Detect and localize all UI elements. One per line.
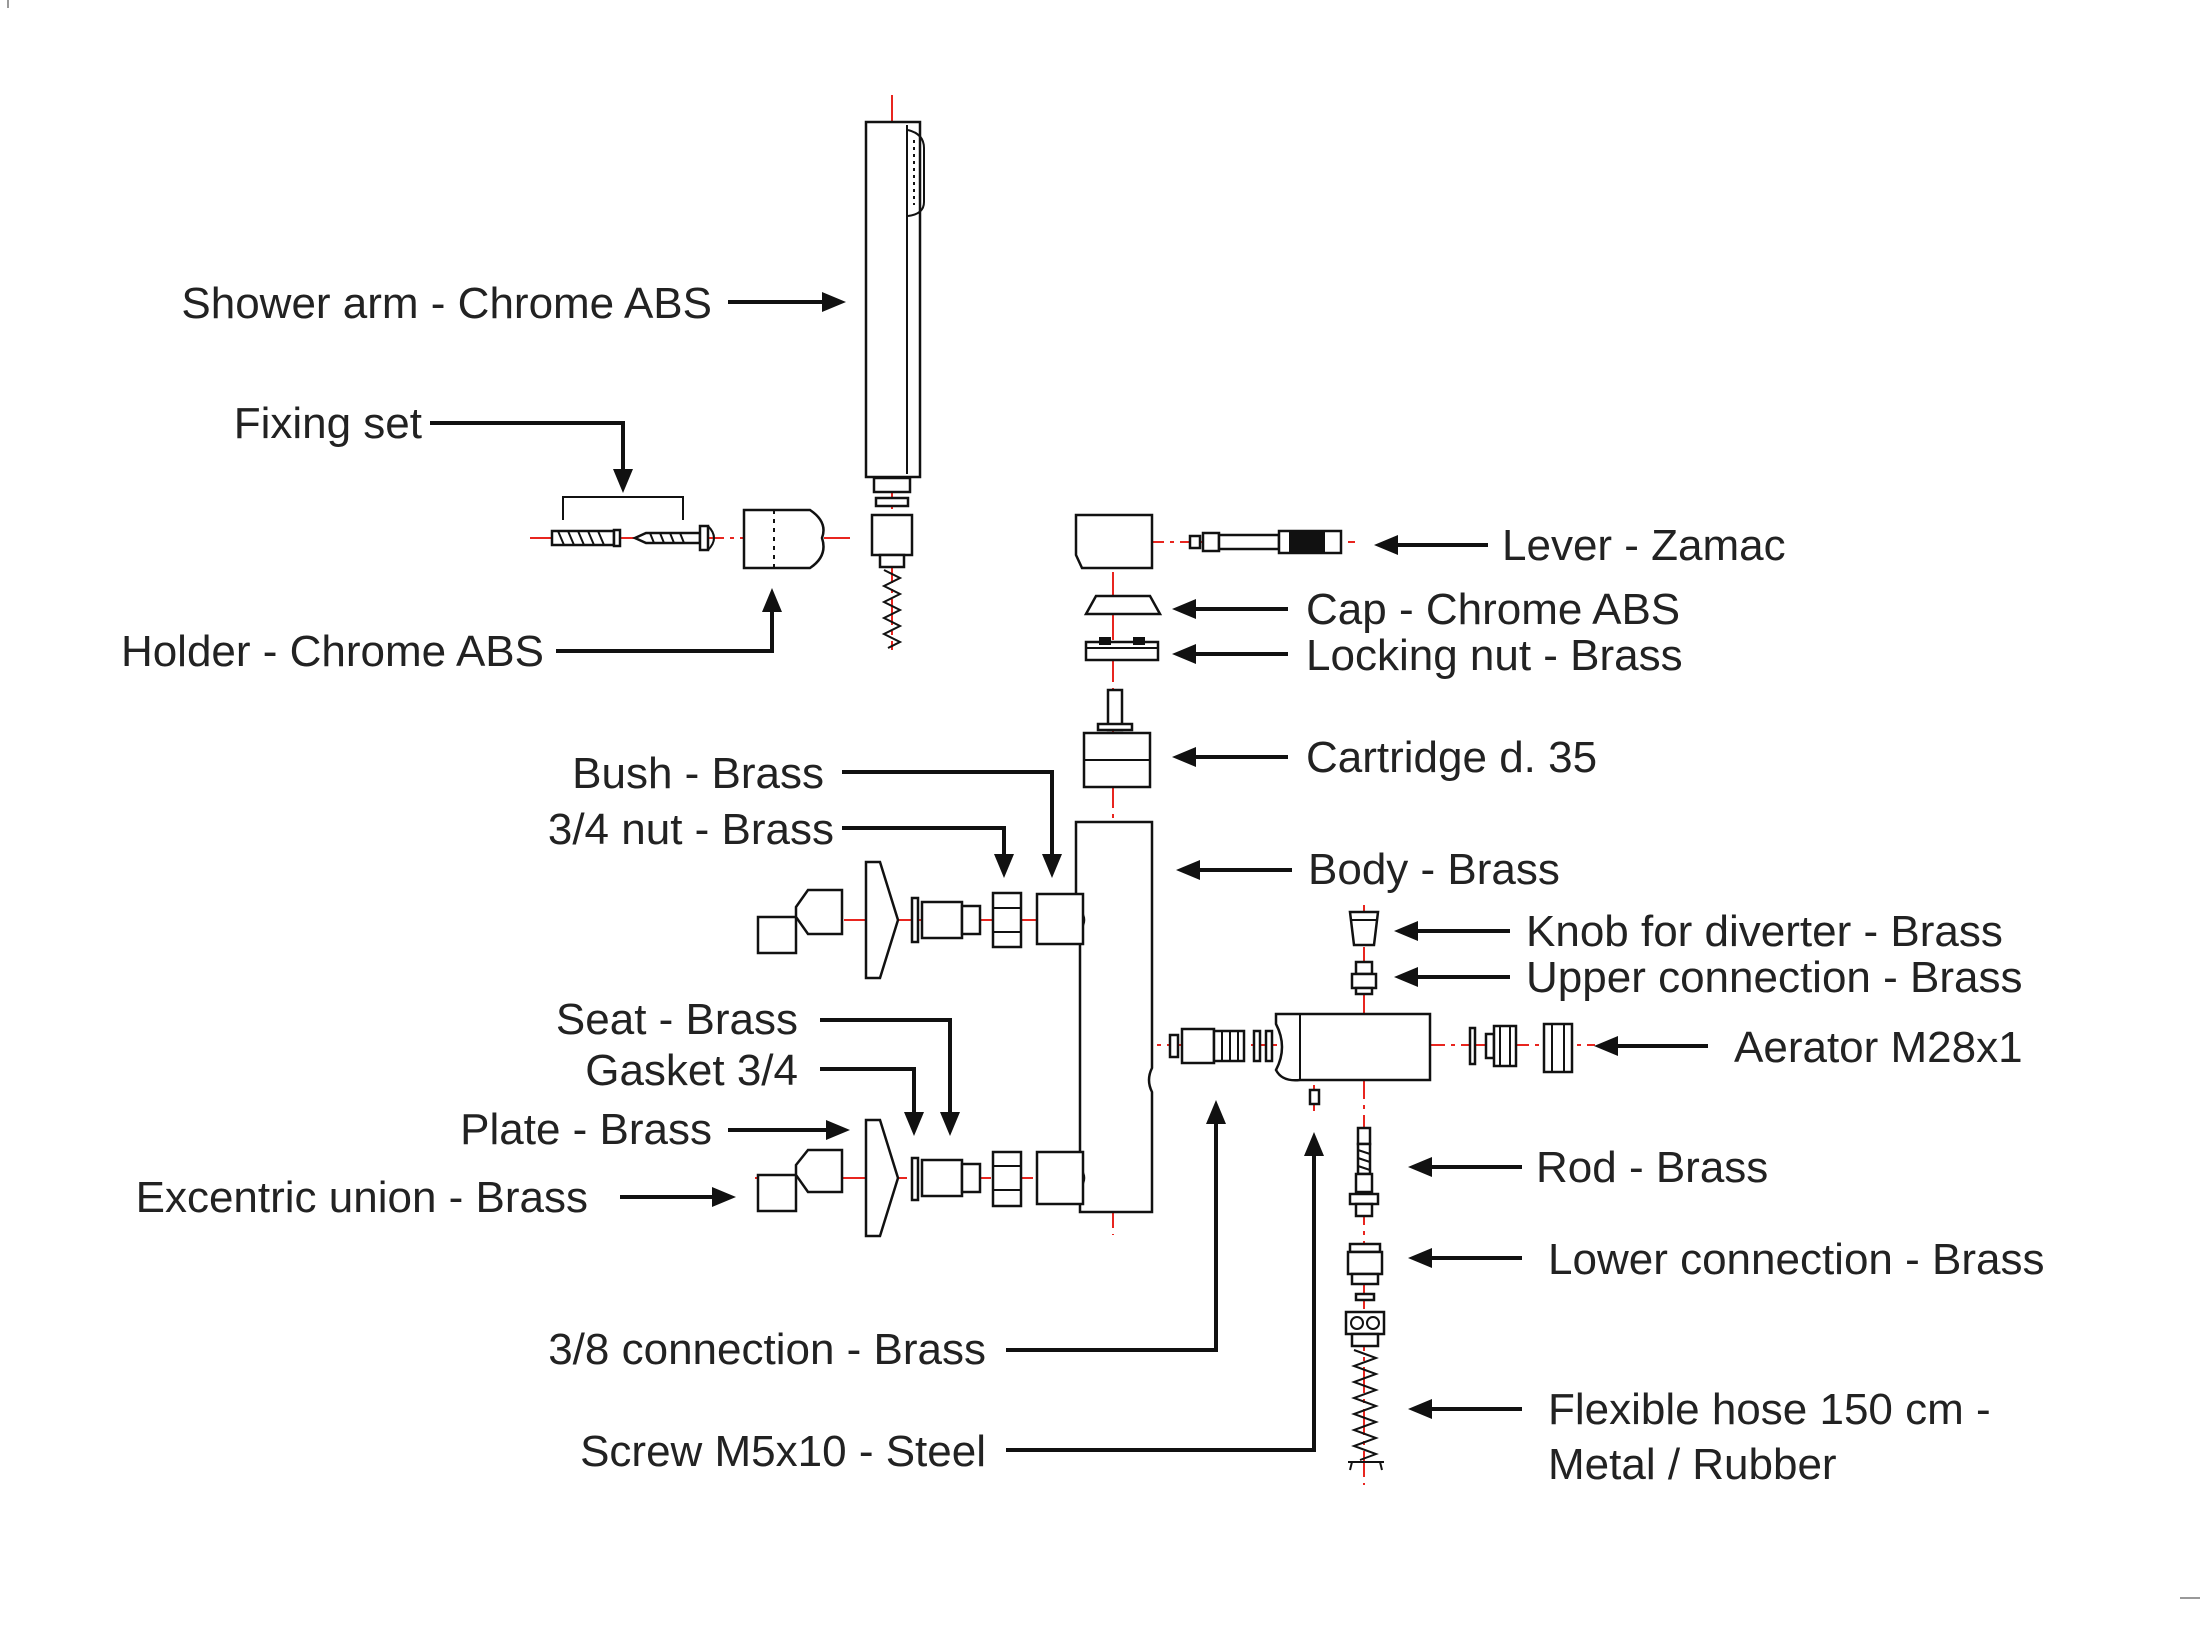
label-aerator: Aerator M28x1 — [1734, 1023, 2023, 1072]
label-cap: Cap - Chrome ABS — [1306, 585, 1680, 634]
aerator-part — [1468, 1022, 1574, 1074]
body-part — [1074, 820, 1154, 1214]
label-bush: Bush - Brass — [572, 749, 824, 798]
label-body: Body - Brass — [1308, 845, 1560, 894]
cartridge-part — [1082, 688, 1152, 789]
locking-nut-part — [1084, 637, 1160, 662]
label-flexible-hose-line2: Metal / Rubber — [1548, 1440, 1837, 1489]
upper-inlet-assembly — [756, 860, 1085, 980]
label-locking-nut: Locking nut - Brass — [1306, 631, 1683, 680]
label-gasket: Gasket 3/4 — [585, 1046, 798, 1095]
label-nut-34: 3/4 nut - Brass — [548, 805, 834, 854]
label-upper-connection: Upper connection - Brass — [1526, 953, 2022, 1002]
flexible-hose-part — [1344, 1310, 1386, 1471]
label-lower-connection: Lower connection - Brass — [1548, 1235, 2044, 1284]
label-flexible-hose-line1: Flexible hose 150 cm - — [1548, 1385, 1991, 1434]
label-fixing-set: Fixing set — [234, 399, 422, 448]
label-seat: Seat - Brass — [556, 995, 798, 1044]
lever-part — [1074, 513, 1343, 570]
knob-diverter-part — [1348, 910, 1380, 947]
screw-part — [1308, 1088, 1321, 1106]
corner-marks — [7, 0, 2200, 1599]
label-lever: Lever - Zamac — [1502, 521, 1786, 570]
label-holder: Holder - Chrome ABS — [121, 627, 544, 676]
upper-connection-part — [1350, 960, 1378, 996]
lower-connection-part — [1346, 1242, 1384, 1302]
fixing-set-part — [550, 496, 715, 552]
leader-lines — [430, 292, 1708, 1452]
label-rod: Rod - Brass — [1536, 1143, 1768, 1192]
diverter-tee-part — [1274, 1012, 1432, 1082]
label-excentric-union: Excentric union - Brass — [136, 1173, 588, 1222]
shower-arm-part — [864, 120, 925, 649]
label-cartridge: Cartridge d. 35 — [1306, 733, 1597, 782]
lower-inlet-assembly — [756, 1118, 1085, 1238]
label-shower-arm: Shower arm - Chrome ABS — [181, 279, 712, 328]
label-connection-38: 3/8 connection - Brass — [548, 1325, 986, 1374]
label-screw: Screw M5x10 - Steel — [580, 1427, 986, 1476]
part-labels: Shower arm - Chrome ABS Fixing set Holde… — [121, 279, 2045, 1489]
label-knob-diverter: Knob for diverter - Brass — [1526, 907, 2003, 956]
cap-part — [1083, 594, 1163, 616]
label-plate: Plate - Brass — [460, 1105, 712, 1154]
rod-part — [1348, 1126, 1380, 1218]
holder-part — [742, 508, 825, 570]
connection-38-part — [1168, 1027, 1274, 1065]
